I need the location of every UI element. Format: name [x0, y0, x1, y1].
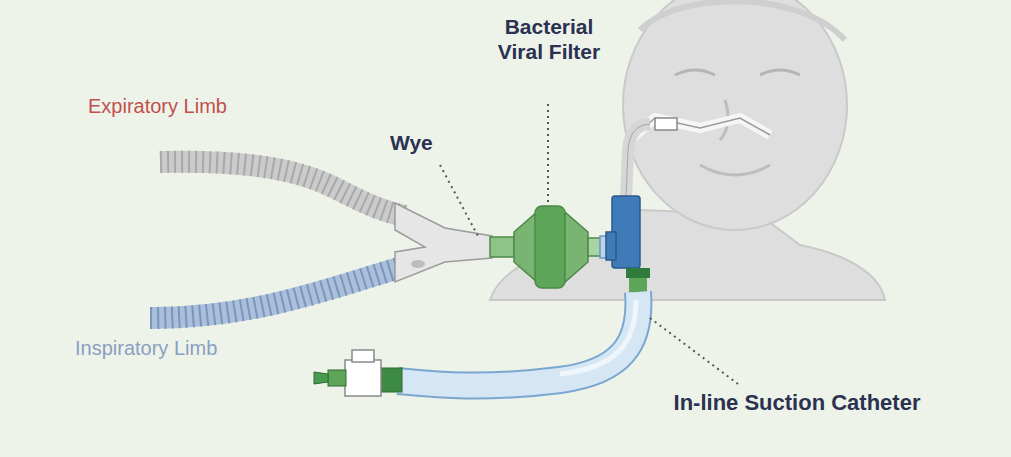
bacterial-viral-filter — [490, 206, 614, 288]
filter-label: Bacterial Viral Filter — [488, 14, 610, 64]
endotracheal-tube — [626, 124, 650, 198]
limb-label: Inspiratory Limb — [75, 336, 217, 360]
inspiratory-limb-tube — [150, 266, 405, 318]
catheter-label: In-line Suction Catheter — [672, 390, 922, 416]
t-connector — [606, 196, 640, 268]
filter-leader — [547, 104, 549, 202]
leader-lines — [440, 104, 738, 384]
tube-edge — [626, 124, 650, 198]
catheter-leader — [650, 318, 738, 384]
expiratory-limb-tube — [160, 162, 405, 216]
wye-connector — [395, 203, 492, 282]
limb-label: Expiratory Limb — [88, 94, 227, 118]
tube-holder — [630, 118, 770, 140]
wye-leader — [440, 165, 478, 236]
wye-label: Wye — [390, 130, 433, 155]
suction-catheter — [314, 268, 650, 396]
